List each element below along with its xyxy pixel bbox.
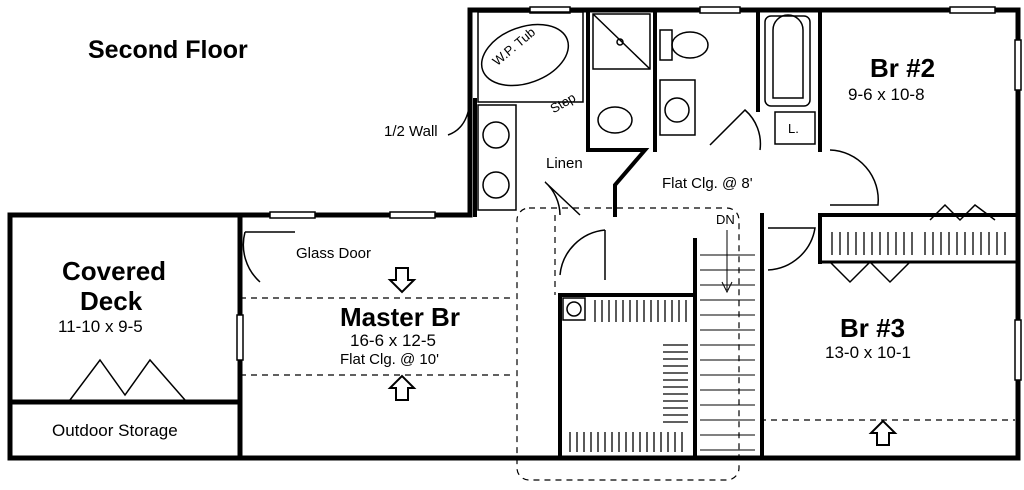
- door-linen: [544, 181, 581, 216]
- room-dims-br2: 9-6 x 10-8: [848, 85, 925, 104]
- window-master-2: [389, 211, 436, 219]
- room-name-master-br: Master Br: [340, 302, 460, 332]
- note-half-wall: 1/2 Wall: [384, 123, 438, 140]
- door-glass: [242, 231, 295, 283]
- room-name-br2: Br #2: [870, 53, 936, 83]
- closet-hatch-core-top: [594, 300, 687, 322]
- window-east-2: [1014, 319, 1022, 381]
- bifold-door-storage: [69, 358, 186, 401]
- window-master-1: [269, 211, 316, 219]
- room-name-covered-deck-1: Covered: [62, 256, 167, 286]
- door-br3: [767, 227, 816, 271]
- whirlpool-tub-icon: [480, 23, 570, 87]
- tub-platform: [477, 11, 584, 103]
- note-stair-down: DN: [716, 212, 735, 227]
- note-closet-l: L.: [788, 121, 799, 136]
- door-bath: [709, 108, 762, 151]
- hvac-chase: [562, 297, 586, 321]
- room-name-outdoor-storage: Outdoor Storage: [52, 421, 178, 440]
- page-title: Second Floor: [88, 36, 248, 64]
- door-master-hall: [559, 229, 606, 280]
- shower: [592, 13, 651, 70]
- arrow-up-icon-br3: [868, 419, 898, 446]
- toilet-icon-2: [597, 106, 633, 134]
- room-dims-br3: 13-0 x 10-1: [825, 343, 911, 362]
- window-br2: [949, 6, 996, 14]
- sink-icon-2: [482, 171, 510, 199]
- closet-hatch-core-side: [663, 344, 688, 423]
- arrow-up-icon: [387, 374, 417, 401]
- closet-hatch-core-bottom: [569, 432, 683, 452]
- note-glass-door: Glass Door: [296, 245, 372, 262]
- room-dims-master-br: 16-6 x 12-5: [350, 331, 436, 350]
- arrow-down-icon: [387, 267, 417, 294]
- window-bath-2: [699, 6, 741, 14]
- note-linen: Linen: [546, 155, 583, 172]
- note-hall-ceiling: Flat Clg. @ 8': [662, 175, 753, 192]
- bifold-door-br2-closet: [929, 203, 996, 222]
- wall-linen: [588, 148, 650, 217]
- sink-icon-3: [664, 97, 690, 123]
- window-east-1: [1014, 39, 1022, 91]
- vanity: [477, 104, 517, 211]
- room-name-covered-deck-2: Deck: [80, 286, 143, 316]
- window-deck: [236, 314, 244, 361]
- door-br2: [829, 149, 879, 206]
- room-name-br3: Br #3: [840, 313, 906, 343]
- tub-br2: [764, 15, 811, 107]
- closet-l: [774, 111, 816, 145]
- bifold-door-br3-closet: [829, 260, 911, 284]
- toilet-icon-1: [671, 31, 709, 59]
- room-dims-covered-deck: 11-10 x 9-5: [58, 317, 143, 336]
- sink-icon-1: [482, 121, 510, 149]
- window-bath-1: [529, 6, 571, 14]
- closet-hatch-br3: [831, 232, 1006, 255]
- room-ceiling-master-br: Flat Clg. @ 10': [340, 351, 439, 368]
